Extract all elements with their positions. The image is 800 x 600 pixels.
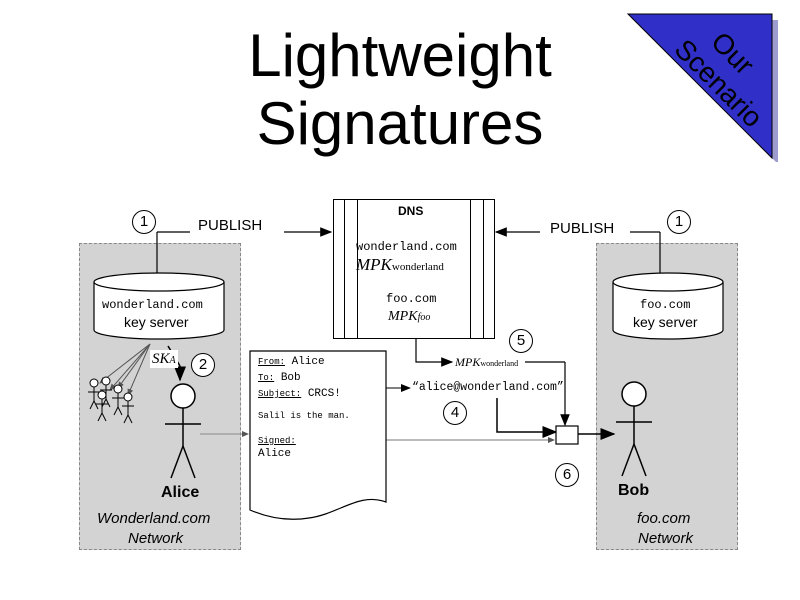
secret-key-label: SKA — [150, 350, 178, 368]
sender-address: “alice@wonderland.com” — [412, 381, 564, 394]
alice-label: Alice — [161, 484, 200, 501]
wonderland-network-name: Wonderland.com — [97, 510, 211, 527]
wonderland-users-icon — [88, 376, 134, 424]
bob-label: Bob — [618, 482, 650, 499]
title-line-2: Signatures — [256, 90, 544, 157]
step-1-right: 1 — [667, 210, 691, 234]
wonderland-network-word: Network — [128, 530, 184, 547]
foo-server-label: key server — [633, 314, 698, 330]
dns-entry-wonderland-domain: wonderland.com — [356, 240, 457, 254]
slide-title: Lightweight Signatures — [180, 22, 620, 158]
foo-server-domain: foo.com — [640, 298, 691, 312]
verification-box — [555, 425, 579, 445]
dns-lookup-line — [415, 338, 454, 367]
publish-left-label: PUBLISH — [198, 217, 263, 234]
email-to: To: Bob — [258, 372, 301, 384]
title-line-1: Lightweight — [248, 22, 552, 89]
publish-right-label: PUBLISH — [550, 220, 615, 237]
foo-network-name: foo.com — [637, 510, 691, 527]
dns-entry-wonderland-key: MPKwonderland — [356, 255, 444, 274]
foo-network-word: Network — [638, 530, 694, 547]
email-from: From: Alice — [258, 356, 325, 368]
wonderland-server-label: key server — [124, 314, 189, 330]
foo-key-server — [612, 272, 724, 340]
retrieved-mpk-wonderland: MPKwonderland — [455, 355, 519, 369]
step-4: 4 — [443, 401, 467, 425]
wonderland-server-domain: wonderland.com — [102, 298, 203, 312]
dns-entry-foo-domain: foo.com — [386, 292, 437, 306]
alice-stick-figure — [165, 383, 201, 479]
dns-box: DNS wonderland.com MPKwonderland foo.com… — [333, 199, 495, 339]
email-body: Salil is the man. — [258, 411, 350, 421]
dns-title: DNS — [398, 204, 424, 218]
dns-entry-foo-key: MPKfoo — [388, 309, 431, 324]
corner-scenario-banner: Our Scenario — [626, 13, 778, 162]
email-signed-label: Signed: — [258, 436, 296, 446]
email-document — [249, 350, 387, 520]
step-2: 2 — [191, 353, 215, 377]
email-signed-value: Alice — [258, 448, 292, 460]
step-1-left: 1 — [132, 210, 156, 234]
email-subject: Subject: CRCS! — [258, 388, 341, 400]
step-5: 5 — [509, 329, 533, 353]
step-6: 6 — [555, 463, 579, 487]
wonderland-key-server — [93, 272, 225, 340]
bob-stick-figure — [616, 381, 652, 477]
